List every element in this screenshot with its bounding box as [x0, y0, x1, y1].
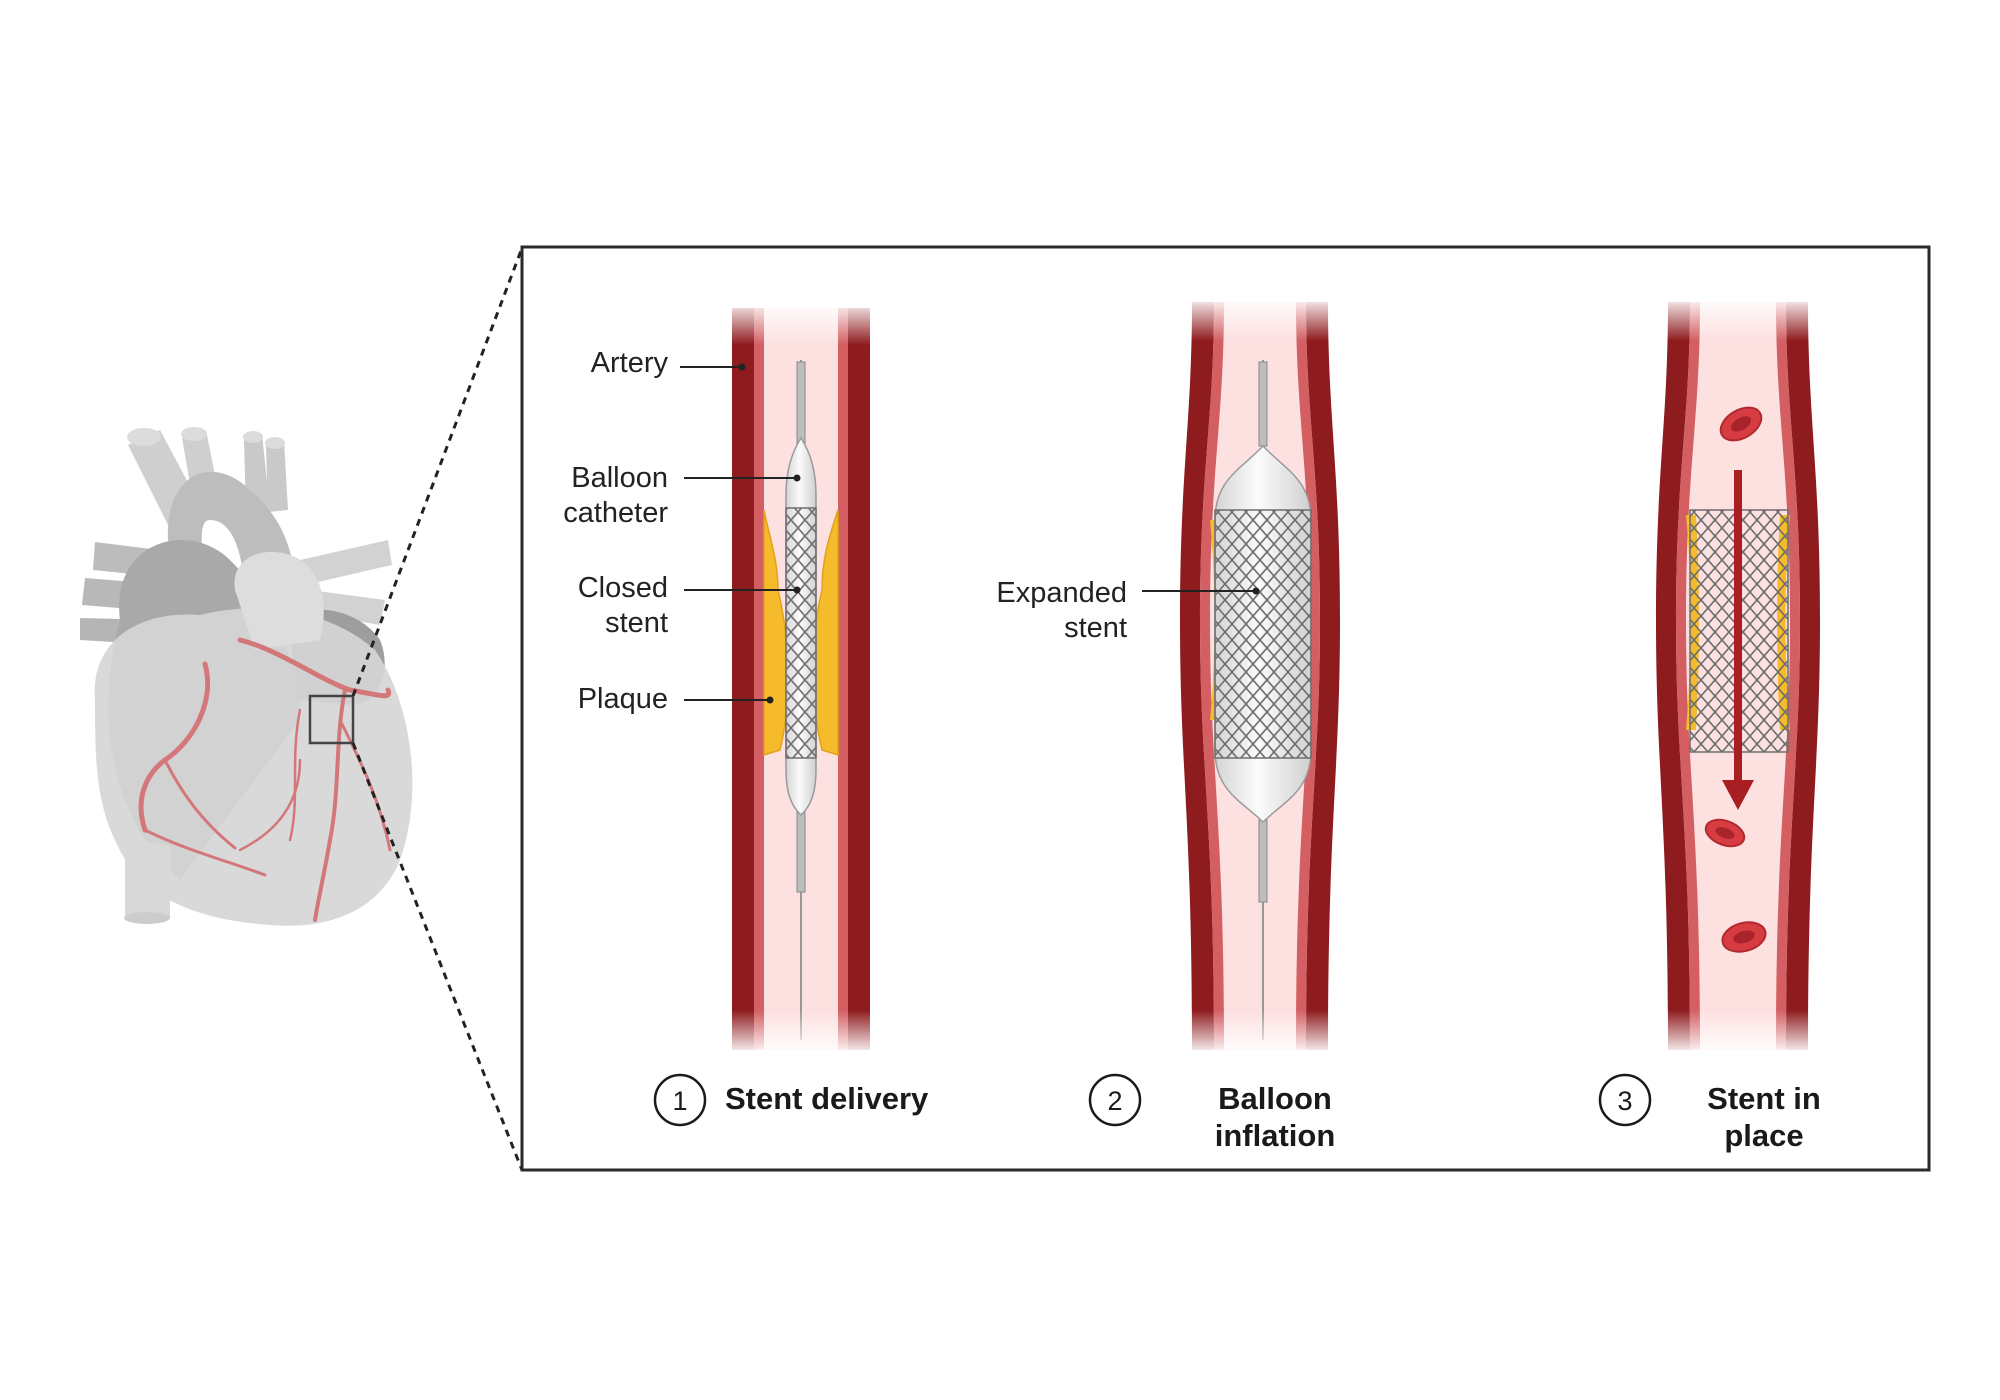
label-closed-stent-line2: stent — [605, 607, 668, 639]
step-3-title-line2: place — [1724, 1118, 1803, 1153]
step-1-caption: 1 Stent delivery — [653, 1073, 929, 1127]
step-3-caption: 3 Stent in place — [1598, 1073, 1821, 1153]
step-2-title-line1: Balloon — [1218, 1081, 1332, 1116]
label-expanded-stent-line1: Expanded — [996, 577, 1127, 609]
label-balloon-catheter-line2: catheter — [563, 497, 668, 529]
step-1-title: Stent delivery — [725, 1081, 929, 1116]
zoom-inset-box — [308, 694, 355, 745]
label-expanded-stent-line2: stent — [1064, 612, 1127, 644]
closed-stent — [785, 507, 817, 759]
label-artery: Artery — [591, 347, 669, 379]
artery-wall-left — [1180, 302, 1214, 1050]
step-3-number: 3 — [1617, 1086, 1632, 1116]
step-2-title-line2: inflation — [1215, 1118, 1336, 1153]
artery-wall-right — [848, 308, 870, 1050]
artery-wall-left — [732, 308, 754, 1050]
plaque-left — [763, 509, 789, 757]
label-balloon-catheter-line1: Balloon — [571, 462, 668, 494]
artery-wall-left — [1656, 302, 1690, 1050]
zoom-line-bottom — [351, 742, 524, 1171]
artery-stage-3 — [1656, 296, 1821, 1055]
red-blood-cells — [1704, 406, 1767, 953]
callout-labels: Artery Balloon catheter Closed stent Pla… — [563, 347, 1260, 715]
heart-illustration — [80, 427, 413, 926]
zoom-line-top — [351, 247, 524, 697]
label-plaque: Plaque — [578, 683, 668, 715]
step-1-number: 1 — [672, 1086, 687, 1116]
step-number-circle — [653, 1073, 707, 1127]
step-2-number: 2 — [1107, 1086, 1122, 1116]
artery-stage-2 — [1180, 296, 1345, 1055]
artery-wall-right — [1306, 302, 1340, 1050]
step-number-circle — [1598, 1073, 1652, 1127]
step-3-title-line1: Stent in — [1707, 1081, 1821, 1116]
expanded-stent — [1214, 509, 1312, 759]
label-closed-stent-line1: Closed — [578, 572, 668, 604]
artery-stage-1 — [732, 300, 870, 1055]
plaque-right — [812, 509, 839, 757]
artery-wall-right — [1786, 302, 1820, 1050]
step-2-caption: 2 Balloon inflation — [1088, 1073, 1336, 1153]
step-number-circle — [1088, 1073, 1142, 1127]
